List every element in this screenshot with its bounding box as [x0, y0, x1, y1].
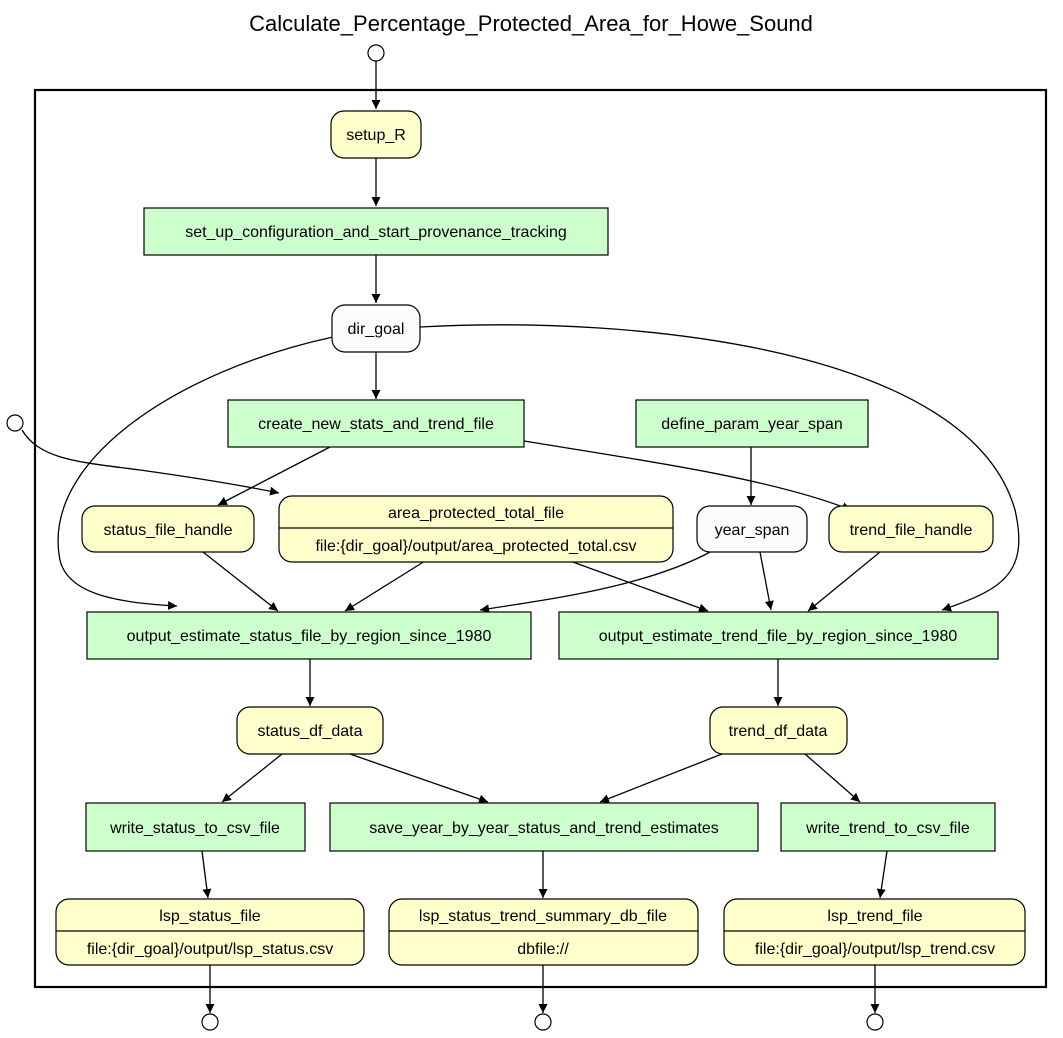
edge-trend-df-to-write-trend — [804, 753, 861, 803]
edge-dir-goal-to-output-status — [57, 336, 334, 611]
svg-text:file:{dir_goal}/output/area_pr: file:{dir_goal}/output/area_protected_to… — [315, 538, 636, 555]
svg-text:status_file_handle: status_file_handle — [104, 522, 233, 539]
svg-text:lsp_status_trend_summary_db_fi: lsp_status_trend_summary_db_file — [419, 908, 667, 925]
output-port-lsp-trend — [866, 1013, 884, 1031]
edge-write-status-to-lsp-status — [201, 850, 212, 899]
svg-text:status_df_data: status_df_data — [258, 723, 363, 740]
node-area-protected-total-file[interactable]: area_protected_total_file file:{dir_goal… — [278, 495, 674, 563]
input-port-top — [367, 44, 385, 62]
node-save-year-by-year[interactable]: save_year_by_year_status_and_trend_estim… — [329, 802, 759, 852]
node-status-file-handle[interactable]: status_file_handle — [81, 505, 255, 553]
svg-text:write_trend_to_csv_file: write_trend_to_csv_file — [805, 820, 970, 837]
diagram-title: Calculate_Percentage_Protected_Area_for_… — [249, 11, 813, 36]
svg-text:lsp_status_file: lsp_status_file — [159, 908, 260, 925]
node-trend-file-handle[interactable]: trend_file_handle — [828, 505, 994, 553]
svg-text:output_estimate_trend_file_by_: output_estimate_trend_file_by_region_sin… — [599, 628, 958, 645]
svg-text:setup_R: setup_R — [346, 127, 406, 144]
svg-text:dir_goal: dir_goal — [348, 321, 405, 338]
node-write-status-to-csv-file[interactable]: write_status_to_csv_file — [85, 802, 306, 852]
edge-create-new-stats-to-trend-handle — [523, 440, 852, 511]
output-port-lsp-status — [201, 1013, 219, 1031]
svg-text:area_protected_total_file: area_protected_total_file — [388, 505, 564, 522]
node-define-param-year-span[interactable]: define_param_year_span — [635, 399, 869, 448]
output-port-lsp-summary — [534, 1013, 552, 1031]
svg-text:output_estimate_status_file_by: output_estimate_status_file_by_region_si… — [127, 628, 492, 645]
svg-text:save_year_by_year_status_and_t: save_year_by_year_status_and_trend_estim… — [369, 820, 719, 837]
svg-text:lsp_trend_file: lsp_trend_file — [827, 908, 922, 925]
svg-text:trend_file_handle: trend_file_handle — [850, 522, 973, 539]
node-lsp-trend-file[interactable]: lsp_trend_file file:{dir_goal}/output/ls… — [723, 898, 1026, 966]
edges — [21, 61, 1020, 1013]
edge-year-span-to-output-trend — [759, 551, 774, 611]
node-output-estimate-trend[interactable]: output_estimate_trend_file_by_region_sin… — [558, 611, 999, 660]
edge-dir-goal-to-output-trend — [419, 324, 1020, 612]
node-write-trend-to-csv-file[interactable]: write_trend_to_csv_file — [780, 802, 996, 852]
node-status-df-data[interactable]: status_df_data — [236, 706, 384, 755]
edge-trend-df-to-save-year — [599, 753, 723, 803]
svg-text:file:{dir_goal}/output/lsp_sta: file:{dir_goal}/output/lsp_status.csv — [87, 941, 333, 958]
edge-area-protected-to-output-status — [344, 560, 426, 612]
node-trend-df-data[interactable]: trend_df_data — [709, 706, 848, 755]
node-lsp-status-file[interactable]: lsp_status_file file:{dir_goal}/output/l… — [55, 898, 365, 966]
node-dir-goal[interactable]: dir_goal — [331, 304, 421, 353]
edge-trend-handle-to-output-trend — [807, 551, 881, 612]
svg-text:write_status_to_csv_file: write_status_to_csv_file — [109, 820, 280, 837]
edge-status-df-to-write-status — [221, 753, 283, 803]
edge-status-handle-to-output-status — [202, 551, 279, 612]
node-setup-r[interactable]: setup_R — [330, 110, 422, 159]
node-output-estimate-status[interactable]: output_estimate_status_file_by_region_si… — [86, 611, 532, 660]
svg-text:create_new_stats_and_trend_fil: create_new_stats_and_trend_file — [258, 416, 494, 433]
edge-create-new-stats-to-status-handle — [217, 446, 331, 506]
node-year-span[interactable]: year_span — [696, 505, 808, 553]
svg-text:file:{dir_goal}/output/lsp_tre: file:{dir_goal}/output/lsp_trend.csv — [755, 941, 995, 958]
node-set-up-configuration[interactable]: set_up_configuration_and_start_provenanc… — [143, 207, 609, 256]
workflow-frame — [33, 88, 1048, 989]
svg-text:define_param_year_span: define_param_year_span — [661, 416, 842, 433]
edge-write-trend-to-lsp-trend — [876, 850, 888, 899]
node-create-new-stats-and-trend-file[interactable]: create_new_stats_and_trend_file — [227, 399, 525, 448]
node-lsp-status-trend-summary-db-file[interactable]: lsp_status_trend_summary_db_file dbfile:… — [388, 898, 699, 966]
edge-year-span-to-output-status — [479, 550, 713, 614]
edge-area-protected-to-output-trend — [569, 560, 709, 613]
svg-text:set_up_configuration_and_start: set_up_configuration_and_start_provenanc… — [185, 224, 567, 241]
svg-text:dbfile://: dbfile:// — [517, 941, 569, 958]
svg-text:year_span: year_span — [715, 522, 790, 539]
svg-text:trend_df_data: trend_df_data — [729, 723, 828, 740]
edge-status-df-to-save-year — [349, 753, 489, 804]
input-port-side — [6, 414, 24, 432]
edge-side-port-to-area-protected — [21, 429, 280, 496]
